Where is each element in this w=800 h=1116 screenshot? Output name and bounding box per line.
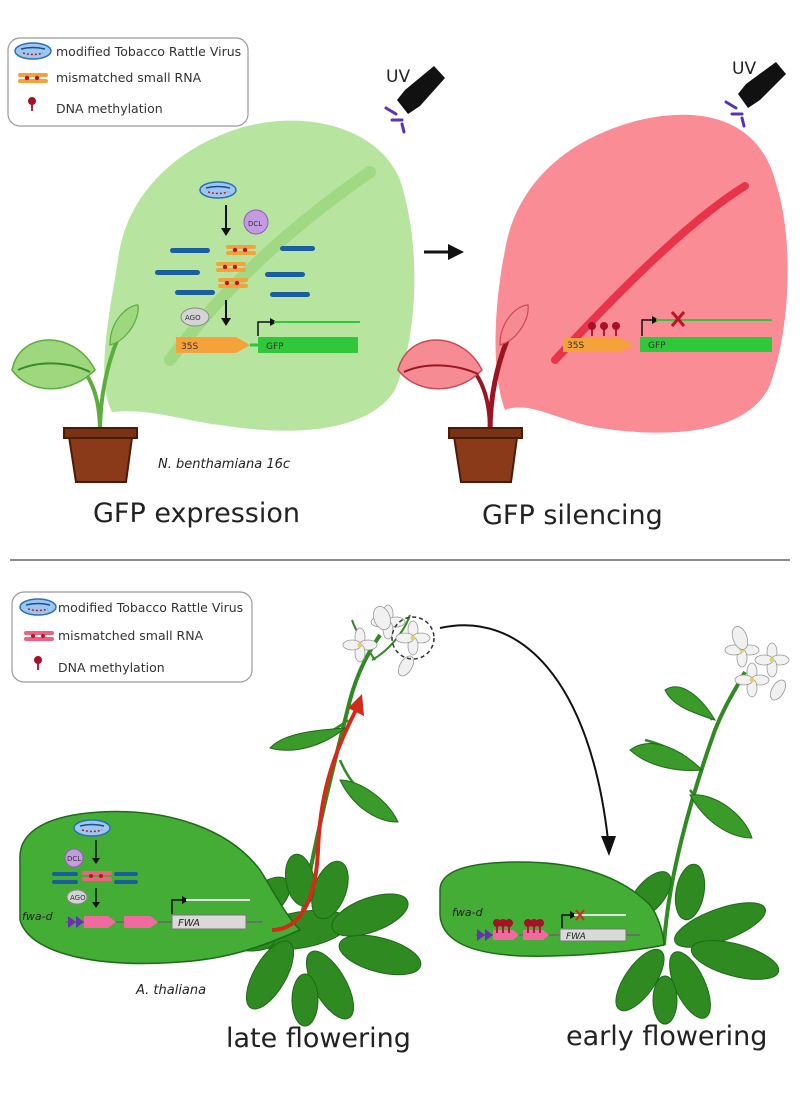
- uv-label-left: UV: [386, 67, 410, 87]
- generation-arrowhead: [601, 836, 616, 856]
- uv-lamp-right: UV: [724, 59, 786, 128]
- uv-label-right: UV: [732, 59, 756, 79]
- systemic-arrow: [271, 709, 358, 932]
- allele-label-left: fwa-d: [22, 910, 54, 923]
- systemic-arrowhead: [348, 694, 364, 716]
- left-plant: [11, 304, 139, 483]
- plant-name-bottom: A. thaliana: [135, 983, 206, 998]
- promoter-label-left: 35S: [181, 342, 198, 352]
- left-bottom-bubble: [19, 810, 302, 965]
- transition-arrow: [424, 244, 464, 260]
- legend-virus-label-bottom: modified Tobacco Rattle Virus: [58, 600, 243, 615]
- right-mechanism: 35S GFP: [563, 311, 772, 352]
- caption-gfp-expression: GFP expression: [93, 498, 300, 529]
- virus-legend-icon: [14, 42, 52, 60]
- bottom-legend: modified Tobacco Rattle Virus mismatched…: [11, 591, 253, 683]
- promoter-label-right: 35S: [567, 341, 584, 351]
- legend-small-rna-label: mismatched small RNA: [56, 70, 202, 85]
- left-speech-bubble: [104, 120, 415, 431]
- dcl-label: DCL: [248, 220, 262, 228]
- top-legend: modified Tobacco Rattle Virus mismatched…: [7, 37, 249, 127]
- right-speech-bubble: [495, 114, 788, 433]
- generation-arrow: [439, 624, 609, 841]
- caption-gfp-silencing: GFP silencing: [482, 500, 663, 531]
- legend-methylation-label: DNA methylation: [56, 101, 163, 116]
- virus-legend-icon-bottom: [19, 598, 57, 616]
- legend-virus-label: modified Tobacco Rattle Virus: [56, 44, 241, 59]
- legend-methylation-label-bottom: DNA methylation: [58, 660, 165, 675]
- highlight-circle: [391, 616, 435, 660]
- ago-label: AGO: [185, 314, 201, 322]
- right-arabidopsis: [594, 626, 790, 1025]
- right-plant: [397, 304, 529, 483]
- caption-late-flowering: late flowering: [226, 1023, 411, 1054]
- caption-early-flowering: early flowering: [566, 1021, 767, 1052]
- uv-lamp-left: UV: [384, 66, 445, 134]
- legend-small-rna-label-bottom: mismatched small RNA: [58, 628, 204, 643]
- rna-duplexes: [155, 246, 315, 297]
- gfp-label-left: GFP: [266, 342, 284, 352]
- blocked-cross-icon-bottom: [575, 909, 585, 921]
- allele-label-right: fwa-d: [452, 906, 484, 919]
- fwa-label-right: FWA: [566, 932, 586, 942]
- left-mechanism: DCL AGO 35S GFP: [155, 181, 360, 353]
- blocked-cross-icon: [670, 311, 686, 327]
- fwa-label-left: FWA: [178, 918, 200, 929]
- right-bottom-mechanism: fwa-d FWA: [452, 906, 640, 942]
- left-bottom-mechanism: DCL AGO fwa-d FWA: [22, 819, 262, 930]
- virus-icon: [199, 181, 237, 199]
- dcl-label-bottom: DCL: [67, 855, 81, 863]
- plant-name-top: N. benthamiana 16c: [158, 457, 290, 472]
- ago-label-bottom: AGO: [70, 894, 86, 902]
- gfp-label-right: GFP: [648, 341, 666, 351]
